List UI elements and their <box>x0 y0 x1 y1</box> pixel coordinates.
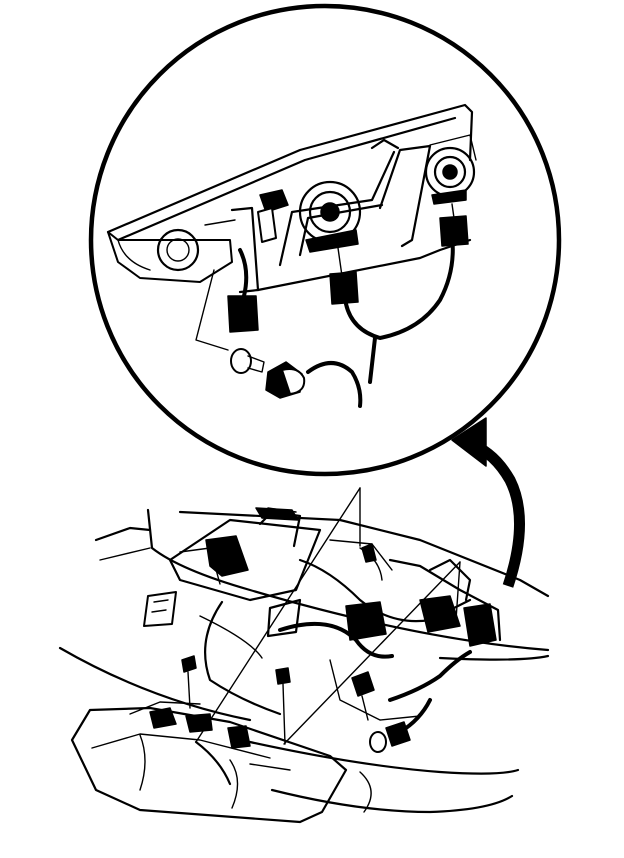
headlamp-assembly <box>70 701 348 824</box>
removed-bulb <box>369 698 432 753</box>
detail-headlamp-housing <box>106 103 477 294</box>
detail-wiring-harness <box>195 203 469 408</box>
bolt-icon <box>181 655 291 745</box>
curved-arrow-icon <box>451 417 526 588</box>
vehicle-front-assembly <box>58 507 550 814</box>
leader-lines <box>99 487 461 745</box>
detail-view <box>88 3 562 477</box>
bulb-icon <box>230 348 265 374</box>
